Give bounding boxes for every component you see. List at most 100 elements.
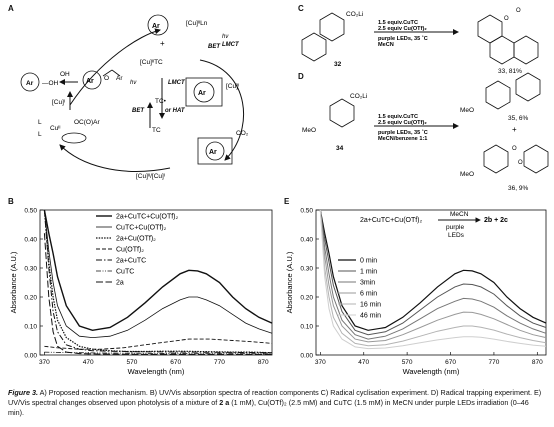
d-substrate-number: 34 <box>336 145 344 152</box>
d-cond-1: 1.5 equiv.CuTC <box>378 114 418 120</box>
o-label: O <box>104 75 109 82</box>
d-meo-label-2: MeO <box>460 107 474 114</box>
y-tick-label: 0.20 <box>24 295 37 302</box>
d-product1-number: 35, 6% <box>508 115 528 122</box>
x-tick-label: 370 <box>315 359 326 366</box>
cu2tc-label: [Cu]ᴵᴵTC <box>140 59 163 66</box>
d-product2-number: 36, 9% <box>508 185 528 192</box>
d-cond-2: 2.5 equiv Cu(OTf)₂ <box>378 120 427 126</box>
cu1-label-a: [Cu]ᴵ <box>226 83 239 90</box>
series-line <box>43 233 272 355</box>
y-axis-label: Absorbance (A.U.) <box>9 251 18 313</box>
benzocoumarin-product: O O <box>477 8 539 65</box>
c-cond-3: purple LEDs, 35 ˚C <box>378 35 428 42</box>
caption-text-2: (1 mM), Cu(OTf)₂ (2.5 mM) and CuTC (1.5 … <box>8 398 529 417</box>
tc-radical-label: TC• <box>155 98 167 105</box>
c-cond-1: 1.5 equiv.CuTC <box>378 20 418 26</box>
panel-a-letter: A <box>8 4 14 13</box>
y-tick-label: 0.50 <box>24 208 37 215</box>
y-tick-label: 0.20 <box>300 295 313 302</box>
panel-d-scheme: CO₂Li MeO 34 1.5 equiv.CuTC 2.5 equiv Cu… <box>302 72 549 192</box>
d-plus: + <box>512 125 517 134</box>
c-o-label-2: O <box>516 8 521 14</box>
oh-minus-label: OH <box>60 71 70 78</box>
l-label-1: L <box>38 119 42 126</box>
series-line <box>319 209 547 343</box>
panel-d-letter: D <box>298 72 304 81</box>
co2-label: CO₂ <box>236 130 249 137</box>
legend-entry: 2a+Cu(OTf)₂ <box>116 236 156 243</box>
phenyl-ester-product: O O MeO <box>460 144 549 178</box>
x-tick-label: 670 <box>170 359 181 366</box>
d-o-label-2: O <box>518 160 523 166</box>
cu1-label-b: [Cu]ᴵ <box>52 99 65 106</box>
cu2-ln-label: [Cu]ᴵᴵLn <box>186 20 208 27</box>
c-substrate-number: 32 <box>334 61 342 68</box>
series-line <box>44 338 273 350</box>
ar-label-5: Ar <box>116 75 123 82</box>
ar-label-1: Ar <box>152 23 160 30</box>
panel-c-scheme: CO₂Li 32 1.5 equiv.CuTC 2.5 equiv Cu(OTf… <box>301 8 539 75</box>
series-line <box>319 209 547 340</box>
plot-frame <box>39 209 273 356</box>
cycle-arrow-bottom <box>59 144 171 172</box>
series-line <box>319 209 547 350</box>
series-line <box>319 209 547 331</box>
panel-b-letter: B <box>8 197 14 206</box>
biphenyl-carboxylate: CO₂Li <box>301 11 363 62</box>
bet-label-1: BET <box>208 44 221 50</box>
methoxybenzoate: CO₂Li MeO <box>302 93 367 134</box>
d-meo-label-3: MeO <box>460 171 474 178</box>
d-meo-label: MeO <box>302 127 316 134</box>
legend-entry: CuTC <box>116 269 134 276</box>
c-substrate-label: CO₂Li <box>346 11 363 18</box>
legend-entry: 16 min <box>360 302 381 309</box>
c-o-label-1: O <box>504 16 509 22</box>
lmct-label-1: LMCT <box>222 42 240 48</box>
x-tick-label: 870 <box>258 359 269 366</box>
x-axis-label: Wavelength (nm) <box>128 367 185 376</box>
c-cond-2: 2.5 equiv Cu(OTf)₂ <box>378 26 427 32</box>
series-line <box>44 209 273 339</box>
y-tick-label: 0.30 <box>300 266 313 273</box>
y-tick-label: 0.50 <box>300 208 313 215</box>
svg-text:—OH: —OH <box>42 80 59 87</box>
l-label-2: L <box>38 131 42 138</box>
x-tick-label: 770 <box>214 359 225 366</box>
x-tick-label: 370 <box>39 359 50 366</box>
ar-label-2: Ar <box>198 90 206 97</box>
y-tick-label: 0.10 <box>24 324 37 331</box>
plot-frame <box>315 209 547 356</box>
svg-text:Ar: Ar <box>26 80 34 87</box>
methoxybiphenyl-product: MeO <box>460 72 541 114</box>
ar-label-4: Ar <box>86 78 94 85</box>
oc-o-ar-label: OC(O)Ar <box>74 119 100 126</box>
x-tick-label: 670 <box>445 359 456 366</box>
carboxylate-copper-complex: Ar [Cu]ᴵᴵLn <box>147 14 208 36</box>
panel-e-letter: E <box>284 197 290 206</box>
y-tick-label: 0.40 <box>300 237 313 244</box>
x-tick-label: 770 <box>488 359 499 366</box>
e-reaction-label: 2a+CuTC+Cu(OTf)₂ <box>360 217 423 224</box>
legend-entry: 2a+CuTC+Cu(OTf)₂ <box>116 214 179 221</box>
x-tick-label: 570 <box>402 359 413 366</box>
caption-text-1: A) Proposed reaction mechanism. B) UV/Vi… <box>8 388 542 407</box>
series-line <box>319 209 547 347</box>
phenol: Ar —OH <box>20 72 59 92</box>
series-line <box>44 351 273 355</box>
panel-c-letter: C <box>298 4 304 13</box>
svg-text:+: + <box>160 39 165 48</box>
legend-entry: Cu(OTf)₂ <box>116 247 144 254</box>
y-tick-label: 0.10 <box>300 324 313 331</box>
series-line <box>43 209 273 354</box>
aryl-ester: Ar O Ar <box>82 69 123 90</box>
cu-aryl-complex: L L Cuᴵᴵ OC(O)Ar <box>38 119 100 144</box>
legend-entry: 1 min <box>360 269 377 276</box>
legend-entry: 0 min <box>360 258 377 265</box>
x-tick-label: 570 <box>126 359 137 366</box>
legend-entry: 46 min <box>360 313 381 320</box>
ar-label-3: Ar <box>209 149 217 156</box>
y-tick-label: 0.00 <box>300 353 313 360</box>
series-line <box>319 209 547 336</box>
